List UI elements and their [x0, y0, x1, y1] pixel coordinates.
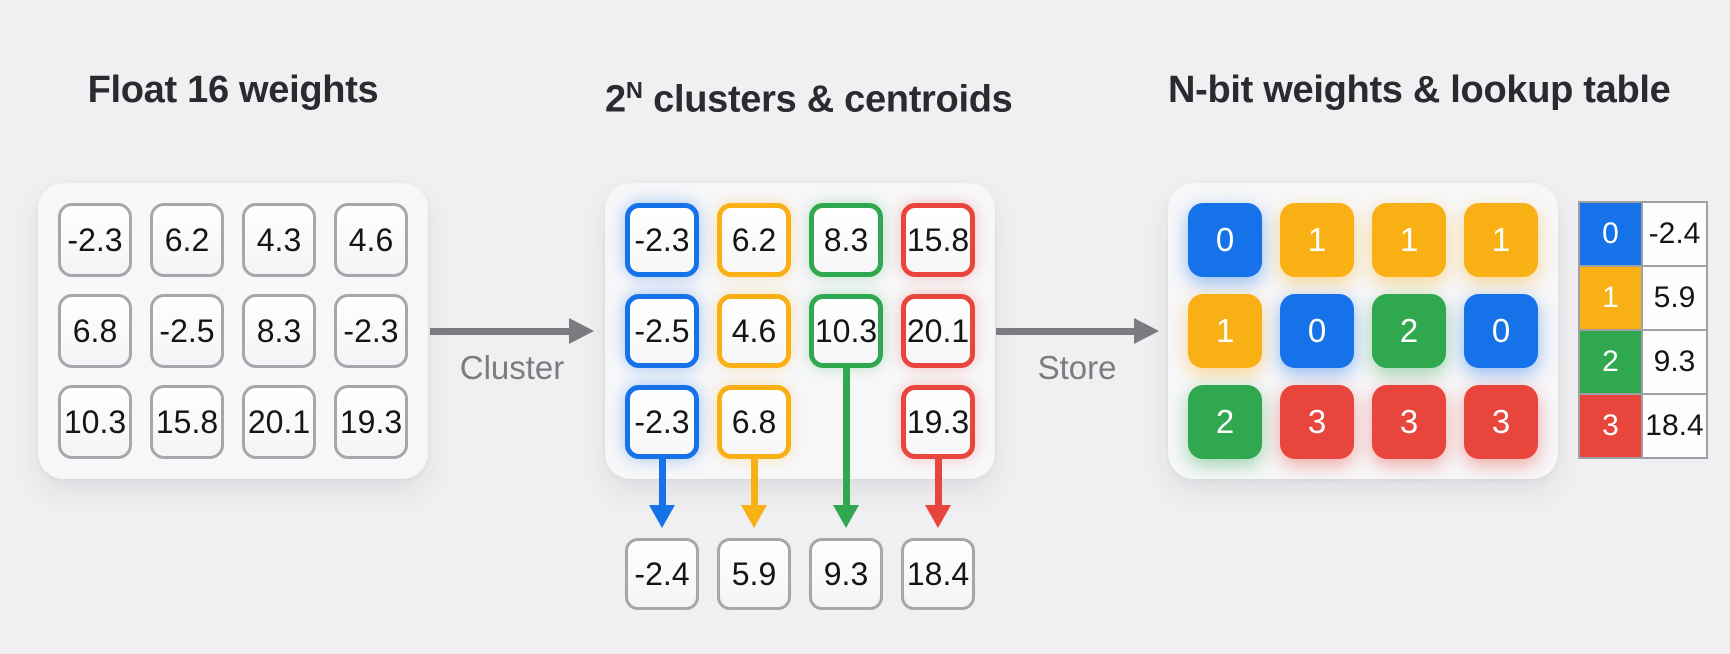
weight-cell: 10.3 — [58, 385, 132, 459]
weight-cell: 8.3 — [242, 294, 316, 368]
cluster-cell: 19.3 — [901, 385, 975, 459]
lookup-value-cell: 5.9 — [1643, 267, 1706, 329]
arrow-head — [833, 505, 859, 528]
centroid-cell: -2.4 — [625, 538, 699, 610]
nbit-weights-panel: 0 1 1 1 1 0 2 0 2 3 3 3 — [1168, 183, 1558, 479]
store-flow-label: Store — [1037, 349, 1117, 386]
arrow-shaft — [750, 459, 758, 505]
section-title-float16: Float 16 weights — [87, 69, 379, 111]
cluster-cell: 10.3 — [809, 294, 883, 368]
arrow-head — [569, 318, 594, 344]
section-title-clusters: 2N clusters & centroids — [605, 66, 1013, 121]
nbit-cell: 0 — [1280, 294, 1354, 368]
weight-cell: 19.3 — [334, 385, 408, 459]
arrow-shaft — [934, 459, 942, 505]
cluster-cell: 6.8 — [717, 385, 791, 459]
arrow-shaft — [842, 368, 850, 505]
cluster-flow-label: Cluster — [459, 349, 565, 386]
title-superscript-n: N — [625, 77, 643, 103]
section-title-nbit: N-bit weights & lookup table — [1168, 69, 1671, 111]
weight-cell: 20.1 — [242, 385, 316, 459]
arrow-head — [925, 505, 951, 528]
weight-cell: 4.6 — [334, 203, 408, 277]
float16-weights-panel: -2.3 6.2 4.3 4.6 6.8 -2.5 8.3 -2.3 10.3 … — [38, 183, 428, 479]
lookup-table: 0 -2.4 1 5.9 2 9.3 3 18.4 — [1578, 201, 1708, 459]
nbit-cell: 3 — [1464, 385, 1538, 459]
nbit-cell: 2 — [1372, 294, 1446, 368]
nbit-cell: 1 — [1464, 203, 1538, 277]
centroid-arrow-icon — [925, 459, 951, 528]
store-flow-arrow-icon — [996, 318, 1159, 344]
cluster-cell: -2.3 — [625, 385, 699, 459]
nbit-cell: 3 — [1372, 385, 1446, 459]
nbit-cell: 2 — [1188, 385, 1262, 459]
lookup-value-cell: 9.3 — [1643, 331, 1706, 393]
arrow-shaft — [996, 328, 1135, 335]
centroid-cell: 9.3 — [809, 538, 883, 610]
cluster-flow-arrow-icon — [430, 318, 594, 344]
weight-cell: -2.3 — [58, 203, 132, 277]
weight-cell: 6.2 — [150, 203, 224, 277]
nbit-cell: 1 — [1280, 203, 1354, 277]
clusters-panel: -2.3 6.2 8.3 15.8 -2.5 4.6 10.3 20.1 -2.… — [605, 183, 995, 479]
lookup-index-cell: 3 — [1580, 395, 1641, 457]
lookup-index-cell: 1 — [1580, 267, 1641, 329]
lookup-index-cell: 2 — [1580, 331, 1641, 393]
centroid-arrow-icon — [741, 459, 767, 528]
lookup-index-cell: 0 — [1580, 203, 1641, 265]
cluster-cell: 20.1 — [901, 294, 975, 368]
weight-cell: -2.3 — [334, 294, 408, 368]
cluster-cell: 6.2 — [717, 203, 791, 277]
weight-cell: 4.3 — [242, 203, 316, 277]
cluster-cell: -2.3 — [625, 203, 699, 277]
centroid-arrow-icon — [649, 459, 675, 528]
arrow-head — [1134, 318, 1159, 344]
nbit-cell: 1 — [1372, 203, 1446, 277]
cluster-cell: 8.3 — [809, 203, 883, 277]
nbit-cell: 0 — [1464, 294, 1538, 368]
arrow-shaft — [430, 328, 570, 335]
centroid-cell: 5.9 — [717, 538, 791, 610]
nbit-cell: 3 — [1280, 385, 1354, 459]
weight-cell: 15.8 — [150, 385, 224, 459]
cluster-cell: 4.6 — [717, 294, 791, 368]
nbit-cell: 0 — [1188, 203, 1262, 277]
centroid-arrow-icon — [833, 368, 859, 528]
lookup-value-cell: 18.4 — [1643, 395, 1706, 457]
arrow-shaft — [658, 459, 666, 505]
nbit-cell: 1 — [1188, 294, 1262, 368]
arrow-head — [741, 505, 767, 528]
centroid-cell: 18.4 — [901, 538, 975, 610]
weight-cell: -2.5 — [150, 294, 224, 368]
lookup-value-cell: -2.4 — [1643, 203, 1706, 265]
arrow-head — [649, 505, 675, 528]
title-rest: clusters & centroids — [642, 78, 1013, 121]
title-base: 2 — [605, 78, 626, 121]
cluster-cell: 15.8 — [901, 203, 975, 277]
weight-cell: 6.8 — [58, 294, 132, 368]
cluster-cell: -2.5 — [625, 294, 699, 368]
